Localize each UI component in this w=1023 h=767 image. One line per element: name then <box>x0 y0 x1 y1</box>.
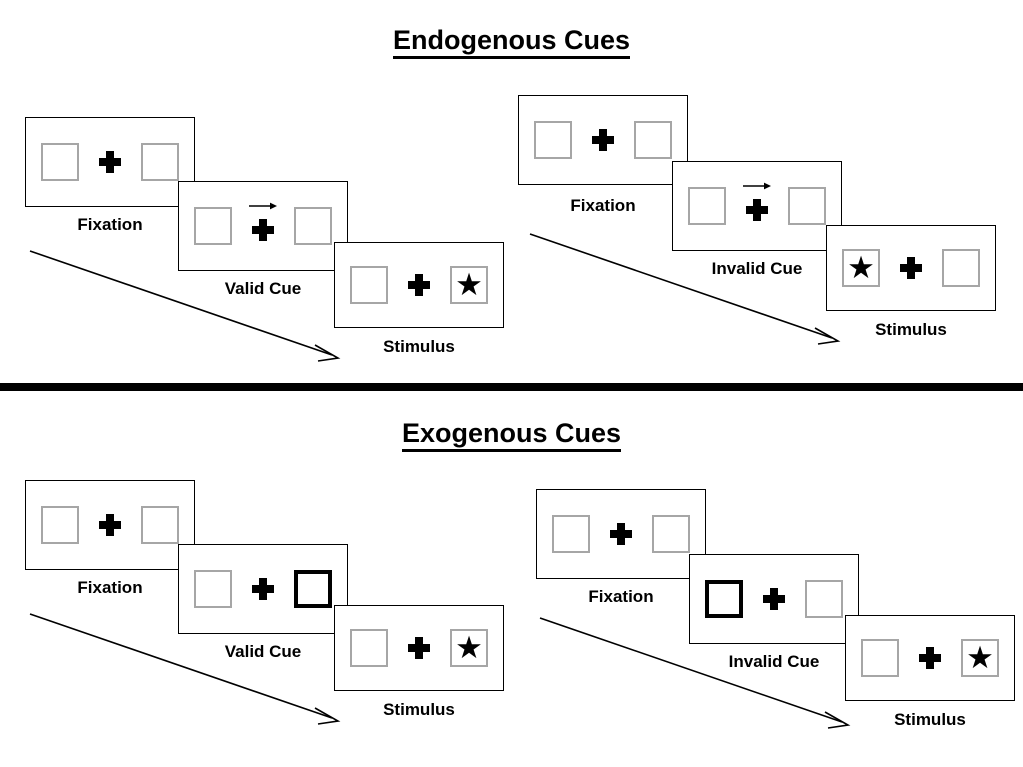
section-divider <box>0 383 1023 391</box>
left-box <box>194 570 232 608</box>
plus-icon <box>592 129 614 151</box>
label-endogenous-valid-fixation: Fixation <box>77 215 143 234</box>
frame-content: ★ <box>861 635 999 681</box>
frame-endogenous-valid-fixation <box>25 117 195 207</box>
right-box-cued <box>294 570 332 608</box>
left-box <box>350 629 388 667</box>
left-box <box>861 639 899 677</box>
arrow-right-icon <box>743 182 771 190</box>
label-exogenous-valid-cue: Valid Cue <box>224 642 302 661</box>
right-box <box>942 249 980 287</box>
label-endogenous-valid-cue: Valid Cue <box>224 279 302 298</box>
label-exogenous-valid-fixation: Fixation <box>77 578 143 597</box>
right-box: ★ <box>961 639 999 677</box>
left-box <box>194 207 232 245</box>
frame-content <box>41 139 179 185</box>
left-box <box>41 506 79 544</box>
left-box <box>688 187 726 225</box>
section-title-exogenous-text: Exogenous Cues <box>401 418 622 452</box>
fixation-area <box>95 502 125 548</box>
frame-content <box>41 502 179 548</box>
plus-icon <box>252 578 274 600</box>
frame-content <box>552 511 690 557</box>
plus-icon <box>610 523 632 545</box>
plus-icon <box>746 198 768 221</box>
right-box <box>141 506 179 544</box>
frame-content <box>194 202 332 249</box>
section-title-endogenous-text: Endogenous Cues <box>392 25 630 59</box>
fixation-area <box>915 635 945 681</box>
arrow-right-icon <box>249 202 277 210</box>
plus-icon <box>763 588 785 610</box>
label-exogenous-invalid-fixation: Fixation <box>588 587 654 606</box>
right-box <box>805 580 843 618</box>
fixation-area <box>742 182 772 229</box>
frame-content <box>705 576 843 622</box>
fixation-area <box>404 262 434 308</box>
left-box: ★ <box>842 249 880 287</box>
right-box <box>788 187 826 225</box>
label-endogenous-invalid-stimulus: Stimulus <box>875 320 947 339</box>
left-box <box>534 121 572 159</box>
star-icon: ★ <box>455 266 483 302</box>
label-endogenous-invalid-fixation: Fixation <box>570 196 636 215</box>
frame-endogenous-invalid-fixation <box>518 95 688 185</box>
section-title-endogenous: Endogenous Cues <box>0 25 1023 59</box>
frame-content: ★ <box>842 245 980 291</box>
right-box: ★ <box>450 629 488 667</box>
frame-content <box>534 117 672 163</box>
frame-exogenous-invalid-stimulus: ★ <box>845 615 1015 701</box>
plus-icon <box>99 514 121 536</box>
label-endogenous-invalid-cue: Invalid Cue <box>711 259 803 278</box>
frame-content: ★ <box>350 625 488 671</box>
frame-endogenous-valid-cue <box>178 181 348 271</box>
fixation-area <box>759 576 789 622</box>
frame-exogenous-valid-cue <box>178 544 348 634</box>
right-box <box>294 207 332 245</box>
left-box <box>552 515 590 553</box>
right-box <box>141 143 179 181</box>
plus-icon <box>252 218 274 241</box>
plus-icon <box>99 151 121 173</box>
fixation-area <box>404 625 434 671</box>
right-box: ★ <box>450 266 488 304</box>
section-endogenous: Endogenous Cues Fixation Valid Cue <box>0 25 1023 391</box>
frame-content: ★ <box>350 262 488 308</box>
frame-exogenous-invalid-cue <box>689 554 859 644</box>
fixation-area <box>606 511 636 557</box>
plus-icon <box>919 647 941 669</box>
frame-content <box>688 182 826 229</box>
star-icon: ★ <box>966 639 994 675</box>
frame-endogenous-invalid-stimulus: ★ <box>826 225 996 311</box>
fixation-area <box>248 202 278 249</box>
frame-exogenous-valid-fixation <box>25 480 195 570</box>
left-box <box>350 266 388 304</box>
left-box-cued <box>705 580 743 618</box>
frame-exogenous-valid-stimulus: ★ <box>334 605 504 691</box>
frame-exogenous-invalid-fixation <box>536 489 706 579</box>
label-exogenous-invalid-cue: Invalid Cue <box>728 652 820 671</box>
fixation-area <box>95 139 125 185</box>
plus-icon <box>408 637 430 659</box>
label-endogenous-valid-stimulus: Stimulus <box>383 337 455 356</box>
plus-icon <box>900 257 922 279</box>
frame-endogenous-valid-stimulus: ★ <box>334 242 504 328</box>
plus-icon <box>408 274 430 296</box>
fixation-area <box>248 566 278 612</box>
star-icon: ★ <box>455 629 483 665</box>
left-box <box>41 143 79 181</box>
fixation-area <box>588 117 618 163</box>
fixation-area <box>896 245 926 291</box>
frame-endogenous-invalid-cue <box>672 161 842 251</box>
label-exogenous-invalid-stimulus: Stimulus <box>894 710 966 729</box>
right-box <box>634 121 672 159</box>
right-box <box>652 515 690 553</box>
frame-content <box>194 566 332 612</box>
section-title-exogenous: Exogenous Cues <box>0 418 1023 452</box>
section-exogenous: Exogenous Cues Fixation Valid Cue <box>0 392 1023 767</box>
star-icon: ★ <box>847 249 875 285</box>
label-exogenous-valid-stimulus: Stimulus <box>383 700 455 719</box>
